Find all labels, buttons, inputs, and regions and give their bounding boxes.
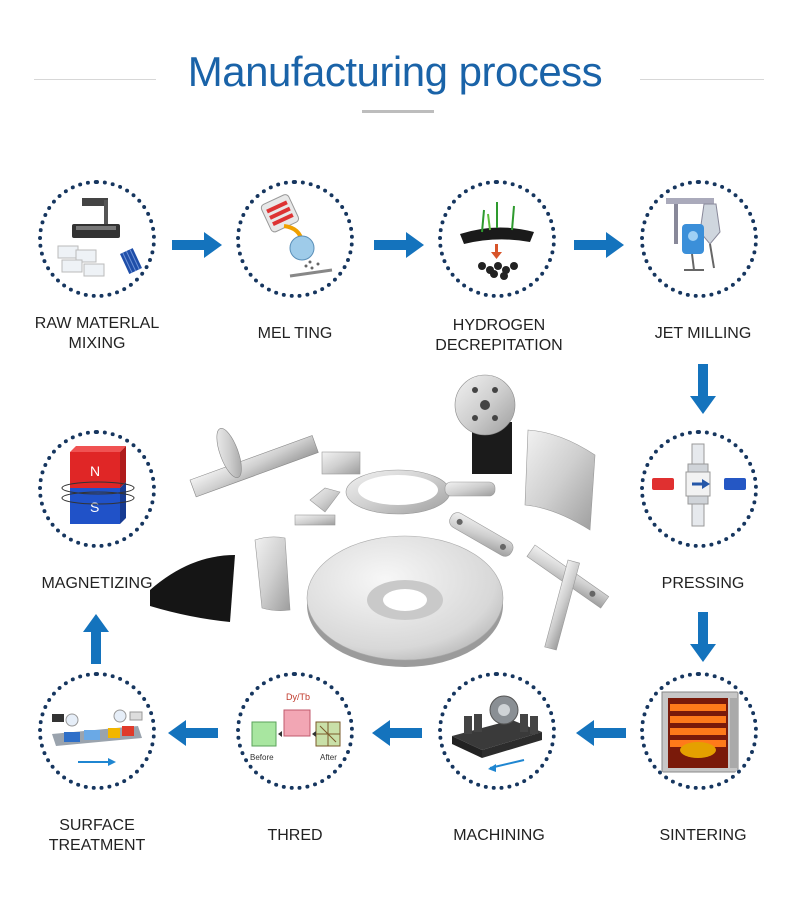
press-magnet-icon (652, 443, 746, 527)
grain-diffusion-icon: Dy/Tb Before After (250, 692, 341, 762)
step-machining-label: MACHINING (414, 826, 584, 846)
north-text: N (90, 463, 100, 479)
step-label-line: THRED (267, 827, 323, 844)
step-hydrogen-label: HYDROGEN DECREPITATION (414, 316, 584, 356)
title-underline (362, 110, 434, 113)
furnace-icon (661, 691, 739, 773)
step-label-line: HYDROGEN (452, 317, 546, 334)
after-text: After (320, 753, 337, 762)
black-arc-segment (150, 555, 235, 622)
step-pressing-circle (640, 430, 758, 548)
title-rule-right (640, 79, 764, 80)
step-pressing-label: PRESSING (618, 574, 788, 594)
ring-inner (358, 475, 438, 505)
title-rule-left (34, 79, 156, 80)
step-label-line: MEL TING (257, 325, 333, 342)
vertical-bar-right (544, 559, 580, 651)
ladle-pouring-icon (260, 194, 333, 278)
step-label-line: SINTERING (659, 827, 747, 844)
south-text: S (90, 499, 99, 515)
dytb-text: Dy/Tb (286, 692, 310, 702)
bar-with-disc (189, 428, 319, 498)
arrow-surface-to-magnetizing (83, 614, 109, 664)
arrow-melting-to-hydrogen (374, 232, 424, 258)
step-label-line: MACHINING (453, 827, 545, 844)
step-sintering-circle (640, 672, 758, 790)
step-label-line: PRESSING (661, 575, 745, 592)
step-hydrogen-circle (438, 180, 556, 298)
step-melting-label: MEL TING (210, 324, 380, 344)
step-surface-circle (38, 672, 156, 790)
silver-arc-segment (254, 536, 291, 611)
small-block (321, 451, 361, 475)
step-raw-mixing-label: RAW MATERLAL MIXING (12, 314, 182, 354)
coating-line-icon (52, 709, 143, 766)
step-melting-circle (236, 180, 354, 298)
ns-magnet-icon: N S (61, 446, 135, 524)
step-label-line: TREATMENT (48, 837, 146, 854)
scale-and-blocks-icon (57, 198, 142, 277)
arrow-sintering-to-machining (576, 720, 626, 746)
step-sintering-label: SINTERING (618, 826, 788, 846)
arrow-jet-to-pressing (690, 364, 716, 414)
step-thred-circle: Dy/Tb Before After (236, 672, 354, 790)
step-magnetizing-circle: N S (38, 430, 156, 548)
step-thred-label: THRED (210, 826, 380, 846)
step-surface-label: SURFACE TREATMENT (12, 816, 182, 856)
arrow-machining-to-thred (372, 720, 422, 746)
step-label-line: MIXING (68, 335, 126, 352)
step-label-line: DECREPITATION (435, 337, 563, 354)
curved-tile (524, 429, 596, 531)
step-machining-circle (438, 672, 556, 790)
wedge-piece (309, 487, 341, 513)
arrow-hydrogen-to-jet (574, 232, 624, 258)
arrow-pressing-to-sintering (690, 612, 716, 662)
thin-strip (294, 514, 336, 526)
step-label-line: RAW MATERLAL (34, 315, 160, 332)
step-label-line: SURFACE (59, 817, 135, 834)
arrow-thred-to-surface (168, 720, 218, 746)
jet-mill-machine-icon (666, 198, 721, 271)
step-magnetizing-label: MAGNETIZING (12, 574, 182, 594)
cylinder-bar (444, 481, 496, 497)
step-raw-mixing-circle (38, 180, 156, 298)
page-title: Manufacturing process (187, 48, 603, 95)
step-label-line: JET MILLING (654, 325, 752, 342)
step-jet-milling-circle (640, 180, 758, 298)
before-text: Before (250, 753, 274, 762)
cutting-machine-icon (452, 695, 542, 772)
step-jet-milling-label: JET MILLING (618, 324, 788, 344)
step-label-line: MAGNETIZING (41, 575, 153, 592)
powder-sprouts-icon (460, 202, 534, 280)
magnet-products-illustration (150, 374, 610, 667)
plate-with-holes (449, 512, 514, 557)
arrow-raw-to-melting (172, 232, 222, 258)
